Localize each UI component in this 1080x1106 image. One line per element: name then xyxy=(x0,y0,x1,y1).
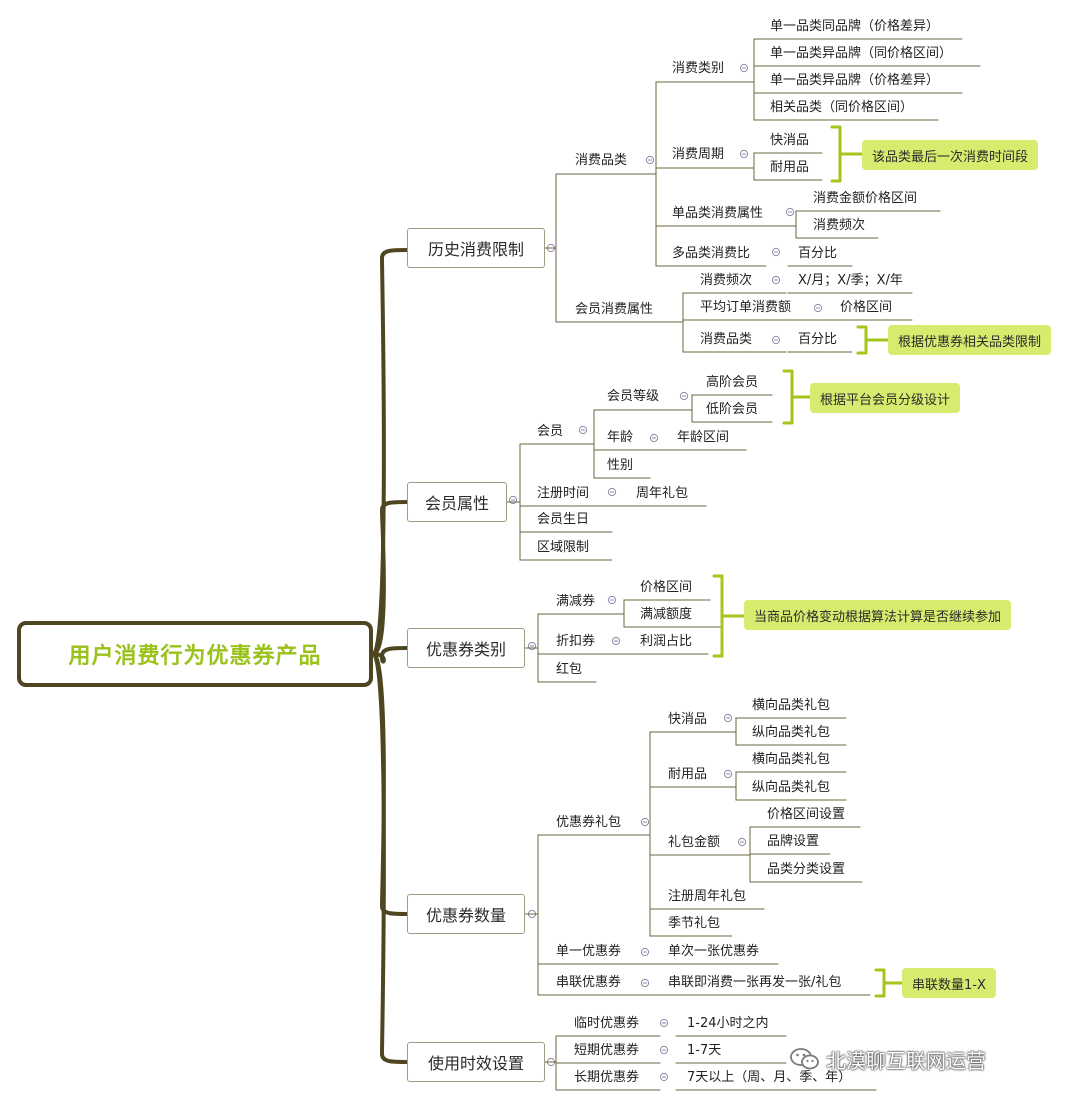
watermark-text: 北漠聊互联网运营 xyxy=(826,1048,986,1073)
node-pack-amount[interactable]: 礼包金额 xyxy=(668,835,721,850)
node-avg-order-value[interactable]: 价格区间 xyxy=(840,300,893,315)
node-xiaofei-zhouqi[interactable]: 消费周期 xyxy=(672,147,725,162)
node-long-coupon-value[interactable]: 7天以上（周、月、季、年） xyxy=(687,1070,852,1085)
node-pack-durable[interactable]: 耐用品 xyxy=(668,767,708,782)
node-short-coupon[interactable]: 短期优惠券 xyxy=(574,1043,640,1058)
node-frequency[interactable]: 消费频次 xyxy=(813,218,866,233)
node-pack-amount-price[interactable]: 价格区间设置 xyxy=(767,807,846,822)
node-single-coupon[interactable]: 单一优惠券 xyxy=(556,944,622,959)
node-xiaofei-pinlei[interactable]: 消费品类 xyxy=(575,153,628,168)
callout-coupon-category-limit: 根据优惠券相关品类限制 xyxy=(888,325,1052,355)
node-temporary-coupon[interactable]: 临时优惠券 xyxy=(574,1016,640,1031)
node-single-coupon-value[interactable]: 单次一张优惠券 xyxy=(668,944,760,959)
node-discount[interactable]: 折扣券 xyxy=(556,634,596,649)
node-category-1[interactable]: 单一品类同品牌（价格差异） xyxy=(770,19,940,34)
callout-price-change-algorithm: 当商品价格变动根据算法计算是否继续参加 xyxy=(744,600,1012,630)
node-coupon-pack[interactable]: 优惠券礼包 xyxy=(556,815,622,830)
node-durable[interactable]: 耐用品 xyxy=(770,160,810,175)
trunk-member xyxy=(371,500,409,656)
node-pack-fmcg-horizontal[interactable]: 横向品类礼包 xyxy=(752,698,831,713)
trunk-quantity xyxy=(371,652,409,916)
node-fmcg[interactable]: 快消品 xyxy=(770,133,810,148)
node-reduction-amount[interactable]: 满减额度 xyxy=(640,607,693,622)
wechat-icon xyxy=(790,1048,819,1070)
node-category-3[interactable]: 单一品类异品牌（价格差异） xyxy=(770,73,940,88)
branch-coupon-types[interactable]: 优惠券类别 xyxy=(407,628,525,668)
node-low-level[interactable]: 低阶会员 xyxy=(706,402,759,417)
node-age[interactable]: 年龄 xyxy=(607,430,634,445)
node-short-coupon-value[interactable]: 1-7天 xyxy=(687,1043,722,1058)
callout-bracket xyxy=(712,574,746,658)
node-red-packet[interactable]: 红包 xyxy=(556,662,583,677)
node-pack-register[interactable]: 注册周年礼包 xyxy=(668,889,747,904)
node-member-level[interactable]: 会员等级 xyxy=(607,389,660,404)
callout-bracket xyxy=(830,125,864,183)
node-gender[interactable]: 性别 xyxy=(607,458,634,473)
node-member-category[interactable]: 消费品类 xyxy=(700,332,753,347)
node-pack-fmcg-vertical[interactable]: 纵向品类礼包 xyxy=(752,725,831,740)
branch-history-consumption[interactable]: 历史消费限制 xyxy=(407,228,545,268)
node-avg-order[interactable]: 平均订单消费额 xyxy=(700,300,792,315)
branch-validity-setting[interactable]: 使用时效设置 xyxy=(407,1042,545,1082)
trunk-history xyxy=(371,248,409,656)
node-multi-category[interactable]: 多品类消费比 xyxy=(672,246,751,261)
callout-member-tier-design: 根据平台会员分级设计 xyxy=(810,383,961,413)
branch-coupon-quantity[interactable]: 优惠券数量 xyxy=(407,894,525,934)
callout-bracket xyxy=(856,325,890,355)
node-chain-coupon[interactable]: 串联优惠券 xyxy=(556,975,622,990)
node-high-level[interactable]: 高阶会员 xyxy=(706,375,759,390)
node-pack-durable-vertical[interactable]: 纵向品类礼包 xyxy=(752,780,831,795)
node-pack-fmcg[interactable]: 快消品 xyxy=(668,712,708,727)
node-category-4[interactable]: 相关品类（同价格区间） xyxy=(770,100,914,115)
branch-member-attributes[interactable]: 会员属性 xyxy=(407,482,507,522)
trunk-coupon-type xyxy=(371,646,409,664)
node-price-range[interactable]: 价格区间 xyxy=(640,580,693,595)
node-pack-amount-brand[interactable]: 品牌设置 xyxy=(767,834,820,849)
callout-last-purchase-period: 该品类最后一次消费时间段 xyxy=(862,140,1039,170)
callout-bracket xyxy=(782,369,812,425)
node-age-range[interactable]: 年龄区间 xyxy=(677,430,730,445)
node-pack-amount-category[interactable]: 品类分类设置 xyxy=(767,862,846,877)
node-full-reduction[interactable]: 满减券 xyxy=(556,594,596,609)
callout-chain-quantity: 串联数量1-X xyxy=(902,968,996,998)
node-pack-season[interactable]: 季节礼包 xyxy=(668,916,721,931)
root-node[interactable]: 用户消费行为优惠券产品 xyxy=(17,621,373,687)
trunk-validity xyxy=(371,652,409,1064)
node-multi-category-value[interactable]: 百分比 xyxy=(798,246,838,261)
node-member-birthday[interactable]: 会员生日 xyxy=(537,512,590,527)
node-temporary-coupon-value[interactable]: 1-24小时之内 xyxy=(687,1016,769,1031)
node-xiaofei-leibie[interactable]: 消费类别 xyxy=(672,61,725,76)
watermark: 北漠聊互联网运营 xyxy=(790,1044,986,1074)
node-anniversary-pack[interactable]: 周年礼包 xyxy=(636,486,689,501)
node-register-time[interactable]: 注册时间 xyxy=(537,486,590,501)
node-member-category-value[interactable]: 百分比 xyxy=(798,332,838,347)
node-region-limit[interactable]: 区域限制 xyxy=(537,540,590,555)
node-member-frequency-value[interactable]: X/月；X/季；X/年 xyxy=(798,273,903,288)
node-profit-share[interactable]: 利润占比 xyxy=(640,634,693,649)
node-single-category-attr[interactable]: 单品类消费属性 xyxy=(672,206,764,221)
node-member-frequency[interactable]: 消费频次 xyxy=(700,273,753,288)
node-chain-coupon-value[interactable]: 串联即消费一张再发一张/礼包 xyxy=(668,975,842,990)
node-long-coupon[interactable]: 长期优惠券 xyxy=(574,1070,640,1085)
node-amount-range[interactable]: 消费金额价格区间 xyxy=(813,191,918,206)
node-pack-durable-horizontal[interactable]: 横向品类礼包 xyxy=(752,752,831,767)
node-category-2[interactable]: 单一品类异品牌（同价格区间） xyxy=(770,46,953,61)
node-member[interactable]: 会员 xyxy=(537,424,564,439)
callout-bracket xyxy=(874,968,904,998)
node-member-consumption-attr[interactable]: 会员消费属性 xyxy=(575,302,654,317)
